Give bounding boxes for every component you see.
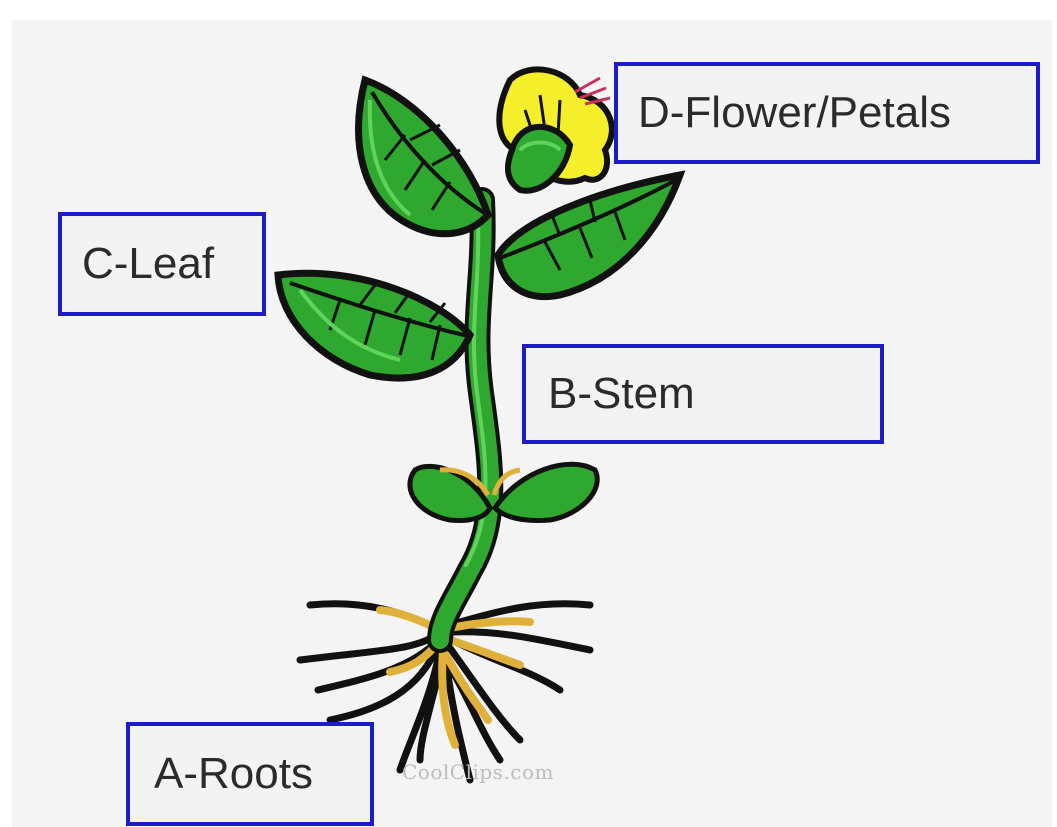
flower-illustration (499, 69, 612, 190)
watermark-text: CoolClips.com (402, 760, 554, 784)
stem-illustration (440, 200, 490, 640)
top-leaf-illustration (359, 80, 488, 234)
label-leaf: C-Leaf (58, 212, 266, 316)
label-flower-petals: D-Flower/Petals (614, 62, 1040, 164)
left-leaf-illustration (278, 273, 470, 378)
label-roots: A-Roots (126, 722, 374, 826)
label-stem: B-Stem (522, 344, 884, 444)
lower-leaves-illustration (410, 464, 597, 520)
